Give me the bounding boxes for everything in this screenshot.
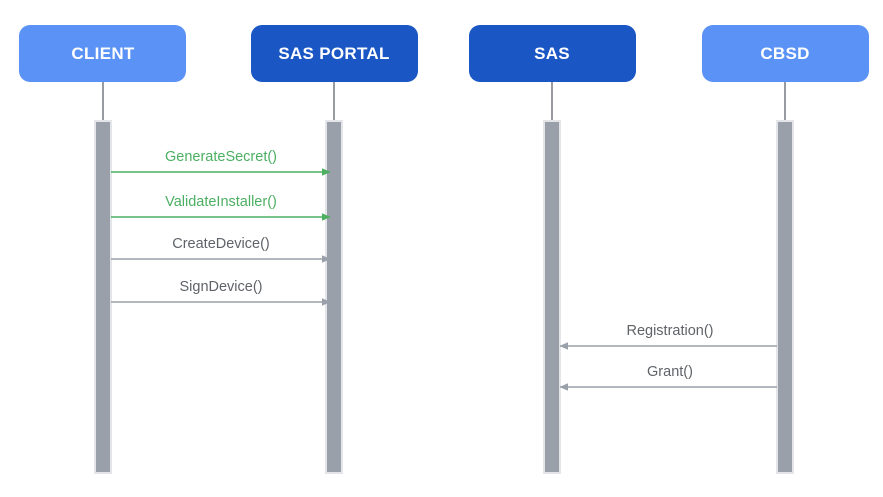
messages-group: GenerateSecret() ValidateInstaller() Creat… bbox=[111, 149, 777, 391]
activation-bars-group bbox=[94, 120, 794, 474]
participant-sas[interactable]: SAS bbox=[469, 25, 636, 82]
message-label-3: SignDevice() bbox=[180, 279, 263, 295]
participant-sas-portal[interactable]: SAS PORTAL bbox=[251, 25, 418, 82]
activation-bar-sas-portal bbox=[325, 120, 343, 474]
participant-cbsd[interactable]: CBSD bbox=[702, 25, 869, 82]
participant-box-cbsd[interactable] bbox=[702, 25, 869, 82]
activation-bar-cbsd bbox=[776, 120, 794, 474]
participant-client[interactable]: CLIENT bbox=[19, 25, 186, 82]
participants-group: CLIENT SAS PORTAL SAS CBSD bbox=[19, 25, 869, 82]
participant-label-cbsd: CBSD bbox=[760, 44, 809, 63]
activation-bar-client bbox=[94, 120, 112, 474]
message-label-0: GenerateSecret() bbox=[165, 149, 277, 165]
participant-box-sas[interactable] bbox=[469, 25, 636, 82]
message-label-5: Grant() bbox=[647, 364, 693, 380]
participant-label-sas-portal: SAS PORTAL bbox=[278, 44, 389, 63]
lifelines-group bbox=[102, 82, 786, 121]
participant-box-client[interactable] bbox=[19, 25, 186, 82]
participant-label-sas: SAS bbox=[534, 44, 570, 63]
message-label-1: ValidateInstaller() bbox=[165, 194, 277, 210]
participant-box-sas-portal[interactable] bbox=[251, 25, 418, 82]
participant-label-client: CLIENT bbox=[71, 44, 134, 63]
message-label-2: CreateDevice() bbox=[172, 236, 270, 252]
activation-bar-sas bbox=[543, 120, 561, 474]
message-label-4: Registration() bbox=[626, 323, 713, 339]
